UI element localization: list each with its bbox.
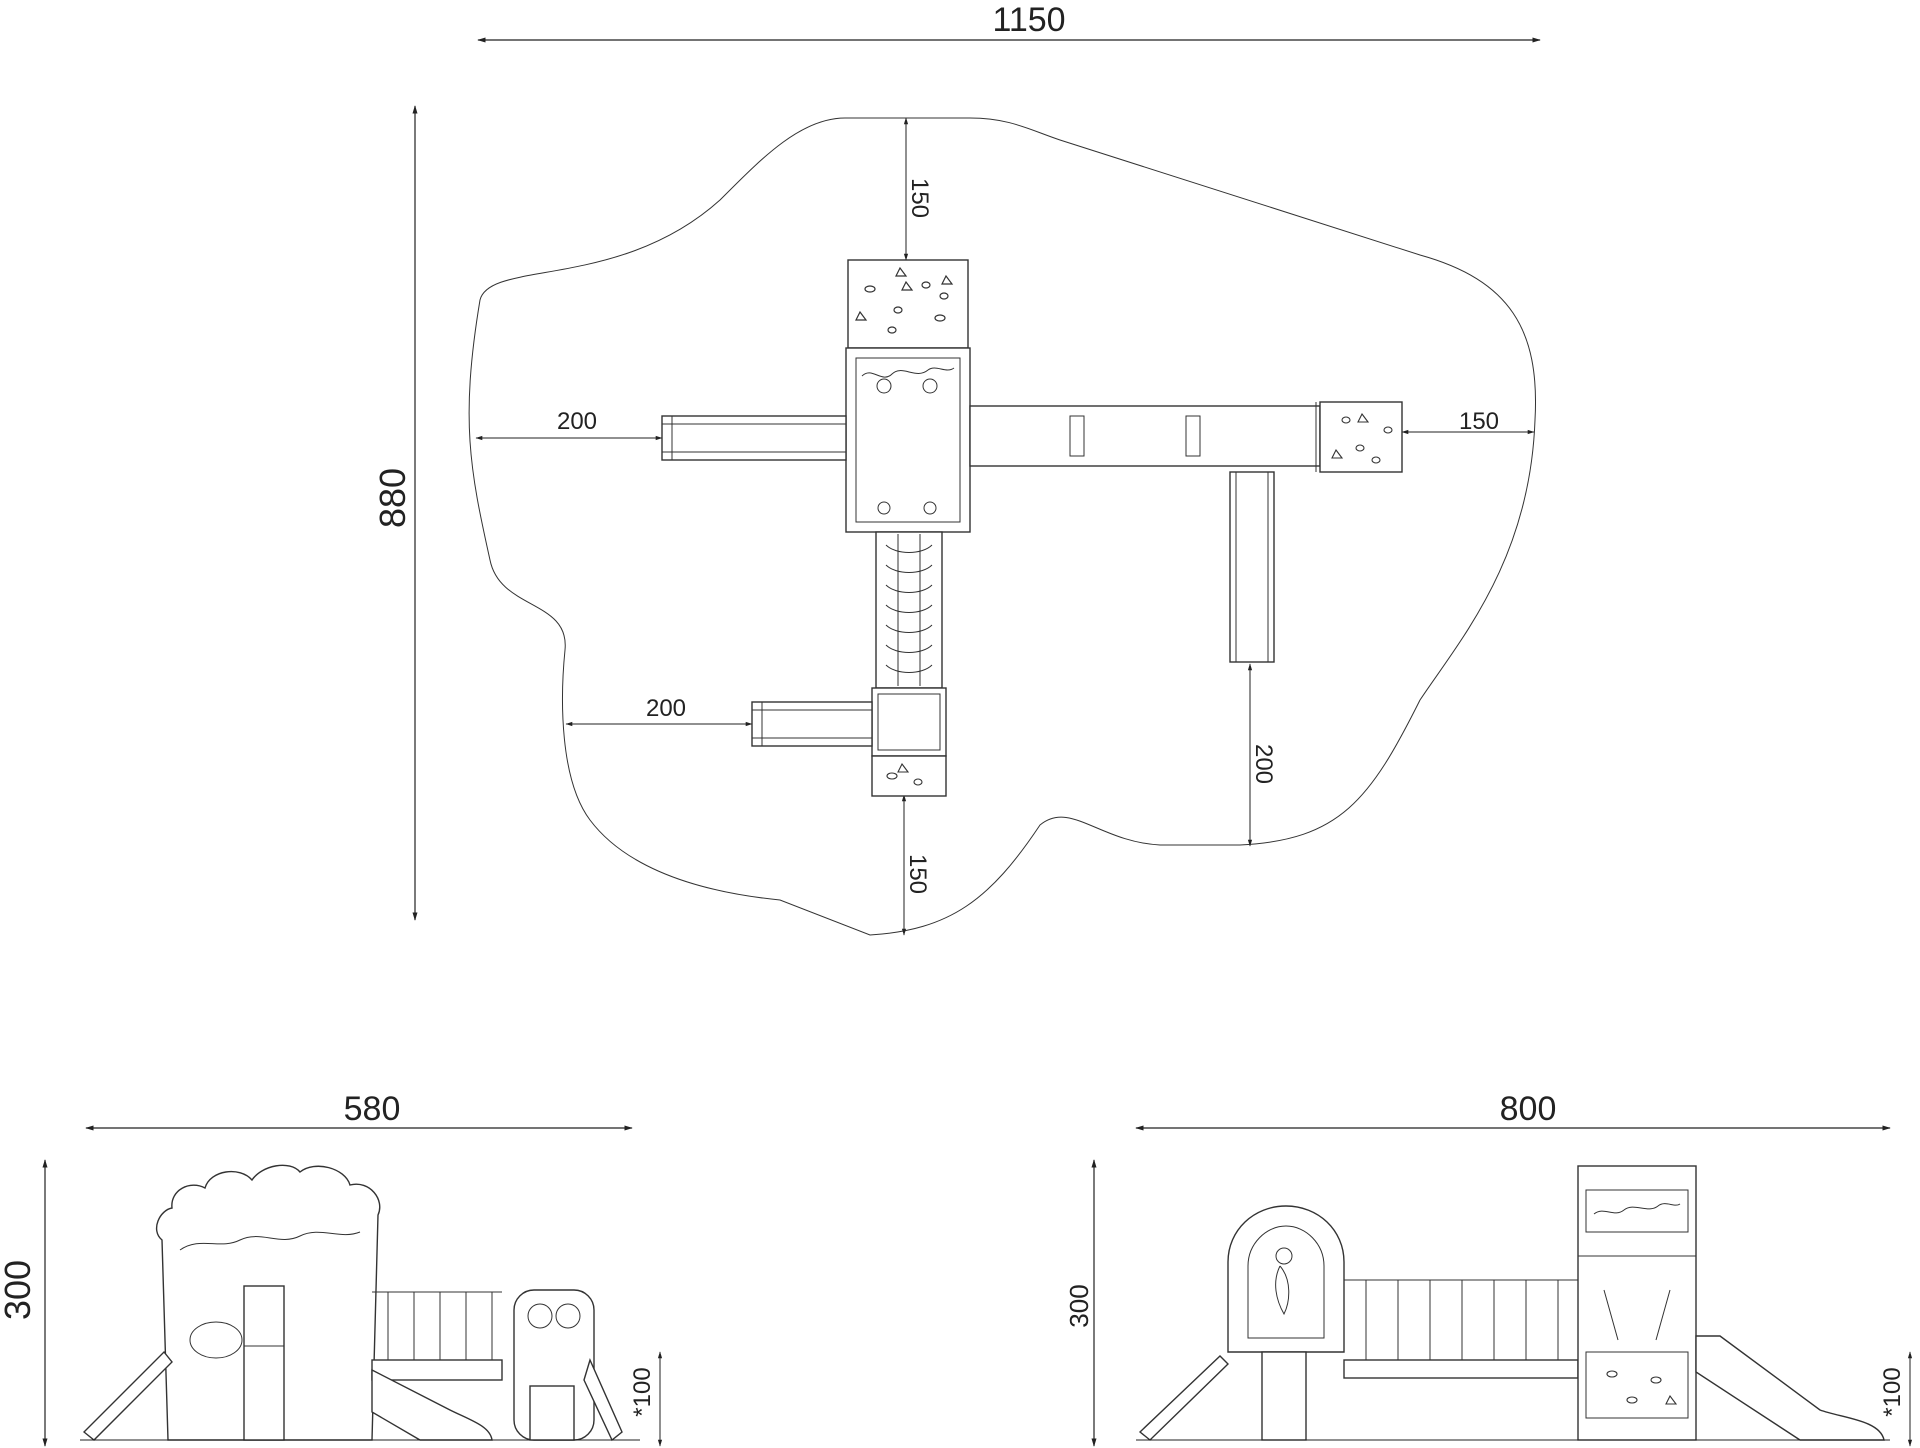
dim-top-clearance: 150 — [906, 178, 933, 218]
dim-side-height: 300 — [0, 1260, 38, 1320]
dim-front-platform-height: *100 — [1879, 1367, 1906, 1416]
dim-slide-clearance: 200 — [1250, 744, 1277, 784]
safety-zone-outline — [468, 117, 1537, 936]
bottom-tower-deck — [871, 687, 947, 757]
dim-side-platform-height: *100 — [629, 1367, 656, 1416]
left-upper-ramp — [661, 415, 847, 461]
top-climbing-panel — [847, 259, 969, 349]
dim-side-width: 580 — [344, 1090, 401, 1128]
dim-right-clearance: 150 — [1459, 408, 1499, 435]
dim-left-clearance-lower: 200 — [646, 695, 686, 722]
bottom-climbing-panel — [871, 755, 947, 797]
side-structure — [80, 1164, 640, 1442]
front-elevation: 800 300 *100 — [1064, 1090, 1913, 1447]
main-tower-deck — [845, 347, 971, 533]
front-structure — [1136, 1165, 1890, 1441]
dim-front-width: 800 — [1500, 1090, 1557, 1128]
slide-plan — [1229, 471, 1275, 663]
right-climbing-platform — [1319, 401, 1403, 473]
net-bridge — [875, 531, 943, 689]
dim-overall-depth: 880 — [372, 468, 413, 528]
plan-structure — [661, 259, 1403, 797]
dim-front-height: 300 — [1064, 1284, 1094, 1327]
dim-bottom-clearance: 150 — [904, 854, 931, 894]
left-lower-ramp — [751, 701, 873, 747]
plan-view: 1150 880 150 200 200 150 200 150 — [372, 1, 1541, 936]
long-bridge — [969, 405, 1321, 467]
side-elevation: 580 300 *100 — [0, 1090, 663, 1447]
dim-left-clearance-upper: 200 — [557, 408, 597, 435]
dim-overall-width: 1150 — [992, 1, 1065, 39]
